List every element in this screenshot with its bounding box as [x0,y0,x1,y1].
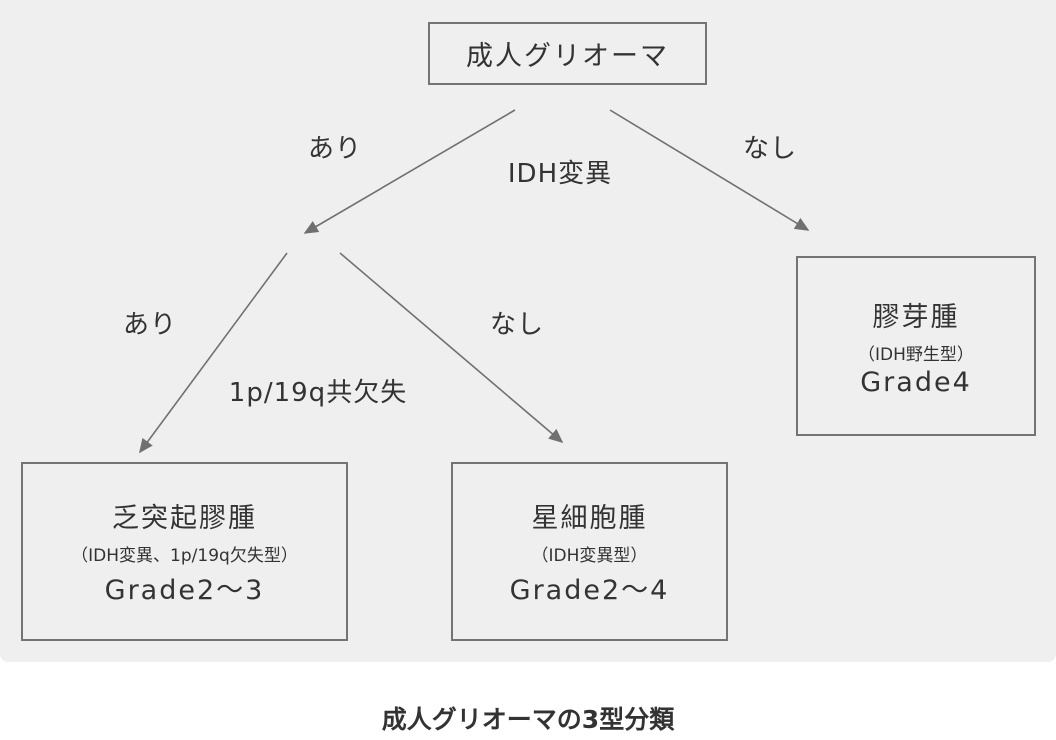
node-grade: Grade2～4 [509,575,670,606]
node-grade: Grade2～3 [104,575,265,606]
root-title: 成人グリオーマ [466,41,669,72]
idh-no-label: なし [742,134,798,164]
astrocytoma-node: 星細胞腫 （IDH変異型） Grade2～4 [451,462,728,641]
node-grade: Grade4 [860,366,972,398]
codel-label: 1p/19q共欠失 [228,378,408,408]
arrow-idh-no [609,109,810,231]
node-subtitle: （IDH変異型） [531,546,648,566]
caption: 成人グリオーマの3型分類 [381,705,675,734]
node-subtitle: （IDH変異、1p/19q欠失型） [71,546,298,566]
node-subtitle: （IDH野生型） [858,344,974,365]
diagram-panel [0,0,1056,662]
codel-yes-label: あり [122,310,178,340]
idh-yes-label: あり [307,134,363,164]
arrow-idh-yes [303,109,516,234]
arrow-codel-no [339,252,564,444]
idh-label: IDH変異 [507,159,613,189]
codel-no-label: なし [489,310,545,340]
node-title: 乏突起膠腫 [112,503,257,534]
arrow-codel-yes [139,252,288,454]
arrows [139,109,810,454]
root-node: 成人グリオーマ [428,22,707,85]
oligodendroglioma-node: 乏突起膠腫 （IDH変異、1p/19q欠失型） Grade2～3 [21,462,348,641]
glioblastoma-node: 膠芽腫 （IDH野生型） Grade4 [796,256,1036,436]
node-title: 星細胞腫 [531,503,648,534]
node-title: 膠芽腫 [872,301,960,333]
